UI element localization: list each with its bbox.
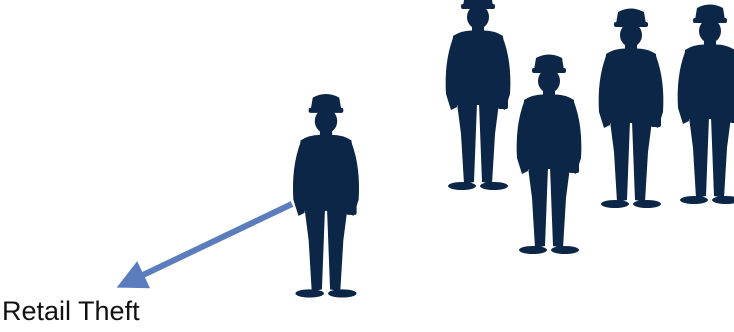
police-officer-silhouette-back-3 [599,9,664,209]
police-officer-silhouette-back-1 [446,0,511,190]
police-officer-silhouette-back-2 [517,55,582,255]
police-officer-silhouette-front [293,94,359,297]
retail-theft-label: Retail Theft [2,294,140,328]
police-officer-silhouette-back-4 [678,5,734,205]
arrow-icon [122,204,292,285]
